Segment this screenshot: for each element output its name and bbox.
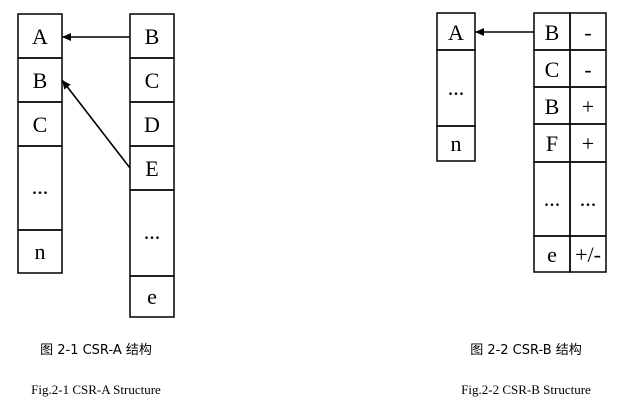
figure-a-left-cell-text: B bbox=[33, 68, 48, 93]
figure-b-value-cell-text: B bbox=[545, 20, 560, 45]
figure-b-value-cell-text: C bbox=[545, 57, 560, 82]
figure-b-value-column: B C B F ... e bbox=[533, 12, 571, 273]
figure-a-left-cell: B bbox=[17, 57, 63, 103]
figure-b-left-column: A ... n bbox=[436, 12, 476, 162]
figure-a-arrow bbox=[61, 79, 131, 169]
figure-a-caption-en: Fig.2-1 CSR-A Structure bbox=[31, 382, 161, 397]
figure-b-sign-cell-text: + bbox=[582, 94, 594, 119]
figure-a-left-cell-text: A bbox=[32, 24, 48, 49]
figure-a-left-cell-text: ... bbox=[32, 174, 49, 199]
figure-b-caption-cn: 图 2-2 CSR-B 结构 bbox=[470, 343, 582, 358]
figure-b-sign-cell: - bbox=[569, 49, 607, 88]
figure-a-right-cell: D bbox=[129, 101, 175, 147]
figure-a-left-cell: A bbox=[17, 13, 63, 59]
figure-a-right-cell-text: ... bbox=[144, 219, 161, 244]
figure-a-right-cell-text: E bbox=[145, 156, 158, 181]
figure-a-right-cell: C bbox=[129, 57, 175, 103]
figure-a-right-cell: ... bbox=[129, 189, 175, 277]
figure-b-sign-cell-text: - bbox=[584, 57, 591, 82]
figure-a-right-cell: E bbox=[129, 145, 175, 191]
figure-b-sign-cell-text: ... bbox=[580, 186, 597, 211]
figure-b-value-cell: F bbox=[533, 123, 571, 163]
figure-b-value-cell: e bbox=[533, 235, 571, 273]
figure-b-caption-en: Fig.2-2 CSR-B Structure bbox=[461, 382, 591, 397]
figure-b-left-cell-text: ... bbox=[448, 75, 465, 100]
figure-a-right-cell: e bbox=[129, 275, 175, 318]
figure-b-sign-cell-text: +/- bbox=[575, 242, 601, 267]
figure-b-sign-cell: + bbox=[569, 123, 607, 163]
figure-b-sign-cell-text: + bbox=[582, 131, 594, 156]
figure-b-left-cell-text: A bbox=[448, 20, 464, 45]
figure-a-right-cell-text: B bbox=[145, 24, 160, 49]
figure-b-value-cell-text: e bbox=[547, 242, 557, 267]
figure-a-left-cell: ... bbox=[17, 145, 63, 231]
figure-b-value-cell: B bbox=[533, 86, 571, 125]
figure-b-sign-cell: +/- bbox=[569, 235, 607, 273]
figure-b-sign-cell: - bbox=[569, 12, 607, 51]
figure-b-sign-cell: + bbox=[569, 86, 607, 125]
figure-b-left-cell: A bbox=[436, 12, 476, 51]
figure-a-right-cell-text: e bbox=[147, 284, 157, 309]
figure-a: A B C ... n B bbox=[17, 13, 175, 397]
figure-a-left-column: A B C ... n bbox=[17, 13, 63, 274]
figure-a-right-cell-text: C bbox=[145, 68, 160, 93]
figure-b-sign-cell: ... bbox=[569, 161, 607, 237]
figure-a-right-cell: B bbox=[129, 13, 175, 59]
figure-a-right-column: B C D E ... e bbox=[129, 13, 175, 318]
figure-b-value-cell: C bbox=[533, 49, 571, 88]
figure-b-value-cell-text: F bbox=[546, 131, 558, 156]
figure-b-left-cell: ... bbox=[436, 49, 476, 127]
figure-b-left-cell: n bbox=[436, 125, 476, 162]
figure-b-left-cell-text: n bbox=[451, 131, 462, 156]
figure-a-left-cell-text: n bbox=[35, 239, 46, 264]
figure-b-value-cell-text: B bbox=[545, 94, 560, 119]
figure-b-value-cell: ... bbox=[533, 161, 571, 237]
figure-a-left-cell: n bbox=[17, 229, 63, 274]
figure-b-value-cell-text: ... bbox=[544, 186, 561, 211]
figure-b: A ... n B C B bbox=[436, 12, 607, 397]
figure-b-sign-cell-text: - bbox=[584, 20, 591, 45]
figure-a-caption-cn: 图 2-1 CSR-A 结构 bbox=[40, 343, 152, 358]
figure-a-right-cell-text: D bbox=[144, 112, 160, 137]
figure-b-value-cell: B bbox=[533, 12, 571, 51]
figure-b-sign-column: - - + + ... +/- bbox=[569, 12, 607, 273]
figure-a-left-cell: C bbox=[17, 101, 63, 147]
figure-a-left-cell-text: C bbox=[33, 112, 48, 137]
